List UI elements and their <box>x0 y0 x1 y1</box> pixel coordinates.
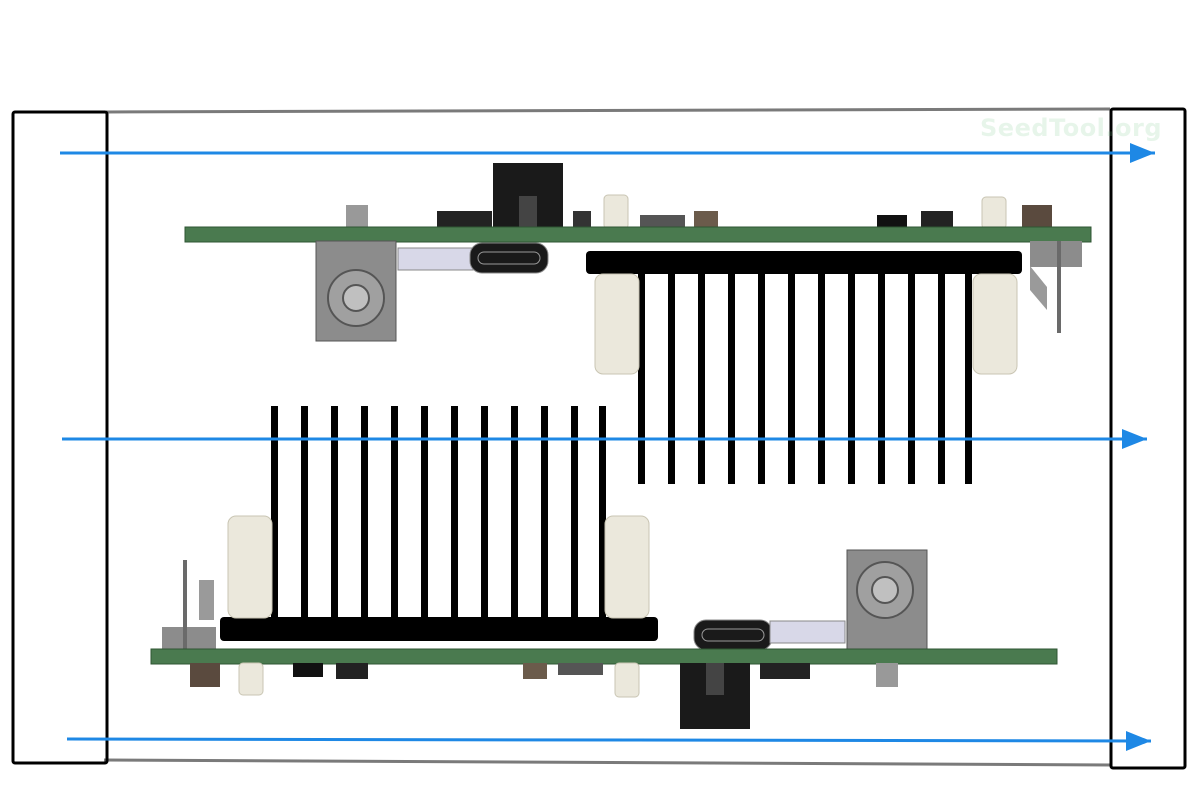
bottom-standoff-upper-left <box>227 515 273 619</box>
bottom-standoff-lower-right <box>614 662 640 698</box>
bottom-pcb <box>150 648 1058 665</box>
top-standoff-upper-right <box>981 196 1007 230</box>
top-standoff-upper-left <box>603 194 629 230</box>
bottom-heatsink-fins <box>271 406 606 618</box>
top-standoff-lower-right <box>972 273 1018 375</box>
watermark-text: SeedTool.org <box>980 114 1163 142</box>
top-heatsink-fins <box>638 274 972 484</box>
top-usb-c-port <box>469 242 549 274</box>
top-standoff-lower-left <box>594 273 640 375</box>
top-heatsink-base <box>586 251 1022 274</box>
bottom-heatsink-base <box>220 617 658 641</box>
bottom-usb-c-port <box>693 619 773 651</box>
bottom-board-assembly <box>150 406 1058 729</box>
airflow-arrow-bottom <box>66 737 1152 743</box>
top-pcb <box>184 226 1092 243</box>
bottom-standoff-lower-left <box>238 662 264 696</box>
bottom-standoff-upper-right <box>604 515 650 619</box>
enclosure-outline <box>103 107 1113 767</box>
airflow-arrows <box>60 143 1155 751</box>
top-board-assembly <box>184 163 1092 484</box>
